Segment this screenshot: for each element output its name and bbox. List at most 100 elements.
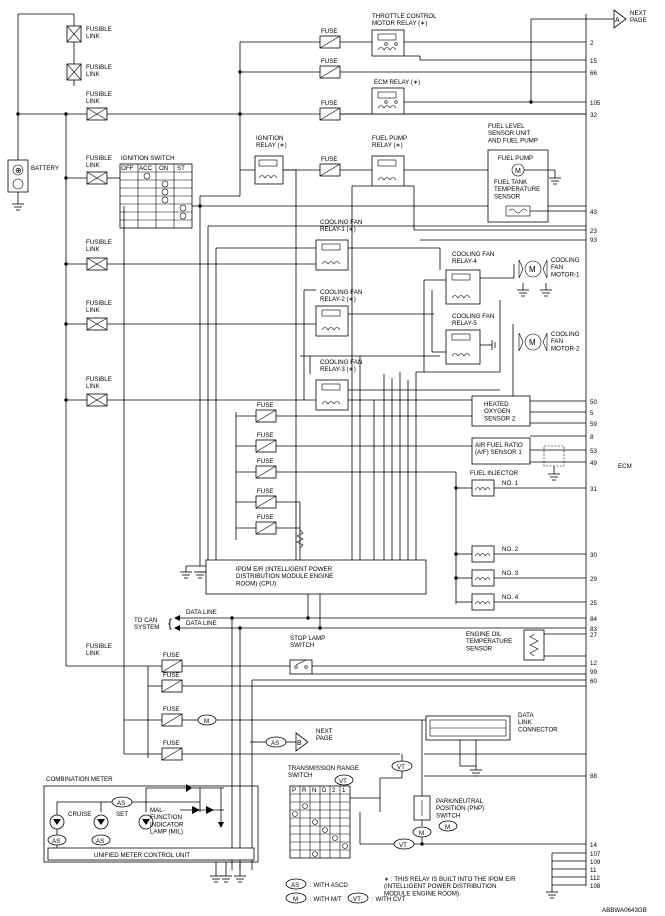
fuse-2-label: FUSE <box>321 58 338 65</box>
vt-tag-top: VT <box>379 754 413 812</box>
svg-text:14: 14 <box>590 842 597 849</box>
svg-text:R: R <box>302 787 307 794</box>
svg-text:53: 53 <box>590 448 597 455</box>
svg-text:29: 29 <box>590 576 597 583</box>
svg-text:11: 11 <box>590 867 597 874</box>
tag-as-2: AS <box>117 800 125 807</box>
set-label: SET <box>116 811 128 818</box>
svg-text:50: 50 <box>590 399 597 406</box>
ipdm-wire-bundle <box>207 216 586 560</box>
svg-text:12: 12 <box>590 660 597 667</box>
injector-no-4: NO. 4 <box>502 594 519 601</box>
tag-m-2: M <box>445 824 450 831</box>
svg-text:83: 83 <box>590 626 597 633</box>
upper-fuses: FUSE FUSE FUSE FUSE <box>238 28 586 196</box>
svg-text:M: M <box>529 338 536 347</box>
svg-text:M: M <box>529 265 536 274</box>
fuse-10-label: FUSE <box>163 652 180 659</box>
fuse-6-label: FUSE <box>257 432 274 439</box>
ignition-switch: IGNITION SWITCH OFF ACC ON ST <box>119 155 200 229</box>
svg-text:43: 43 <box>590 209 597 216</box>
svg-text:109: 109 <box>590 859 601 866</box>
ecm-pins-top: 2 15 66 105 32 43 23 93 <box>420 40 601 244</box>
svg-text:23: 23 <box>590 228 597 235</box>
af-sensor: AIR FUEL RATIO(A/F) SENSOR 1 8 53 49 <box>471 434 597 481</box>
sensor-fuses: FUSE FUSE FUSE FUSE FUSE <box>235 402 472 604</box>
svg-text:8: 8 <box>590 434 594 441</box>
svg-text:88: 88 <box>590 773 597 780</box>
tag-vt-1: VT <box>397 764 405 771</box>
fuse-9-label: FUSE <box>257 514 274 521</box>
combination-meter-title: COMBINATION METER <box>46 776 113 783</box>
ecm-grounds: 14 107 109 11 112 108 <box>546 842 601 899</box>
cruise-label: CRUISE <box>68 811 91 818</box>
ignition-switch-label: IGNITION SWITCH <box>121 155 175 162</box>
next-page-b-marker: B <box>297 740 302 747</box>
fuse-4-label: FUSE <box>321 156 338 163</box>
svg-text:25: 25 <box>590 600 597 607</box>
diagram-id: ABBWA0643GB <box>602 907 647 914</box>
svg-text:107: 107 <box>590 851 601 858</box>
svg-text:2: 2 <box>590 40 594 47</box>
injector-no-3: NO. 3 <box>502 570 519 577</box>
meter-unit-label: UNIFIED METER CONTROL UNIT <box>94 852 190 859</box>
injector-no-2: NO. 2 <box>502 546 519 553</box>
ig-col-on: ON <box>159 165 168 172</box>
tag-vt-3: VT <box>399 842 407 849</box>
svg-text:93: 93 <box>590 237 597 244</box>
legend-vt: : WITH CVT <box>372 896 406 903</box>
fuse-8-label: FUSE <box>257 488 274 495</box>
tag-as-4: AS <box>96 838 104 845</box>
legend-as: : WITH ASCD <box>310 882 348 889</box>
svg-text:N: N <box>312 787 316 794</box>
svg-text:30: 30 <box>590 552 597 559</box>
ig-col-st: ST <box>177 165 185 172</box>
data-line-1: DATA LINE <box>186 609 217 616</box>
svg-text:84: 84 <box>590 616 597 623</box>
svg-text:2: 2 <box>332 787 336 794</box>
next-page-a-marker: A <box>615 17 620 24</box>
fuse-12-label: FUSE <box>163 706 180 713</box>
fuse-11-label: FUSE <box>163 672 180 679</box>
footnote: ∗ : THIS RELAY IS BUILT INTO THE IPDM E/… <box>384 876 516 897</box>
tag-vt-2: VT <box>339 778 347 785</box>
fuse-5-label: FUSE <box>257 402 274 409</box>
legend-m-tag: M <box>293 896 298 903</box>
tag-as-3: AS <box>52 838 60 845</box>
svg-text:27: 27 <box>590 632 597 639</box>
